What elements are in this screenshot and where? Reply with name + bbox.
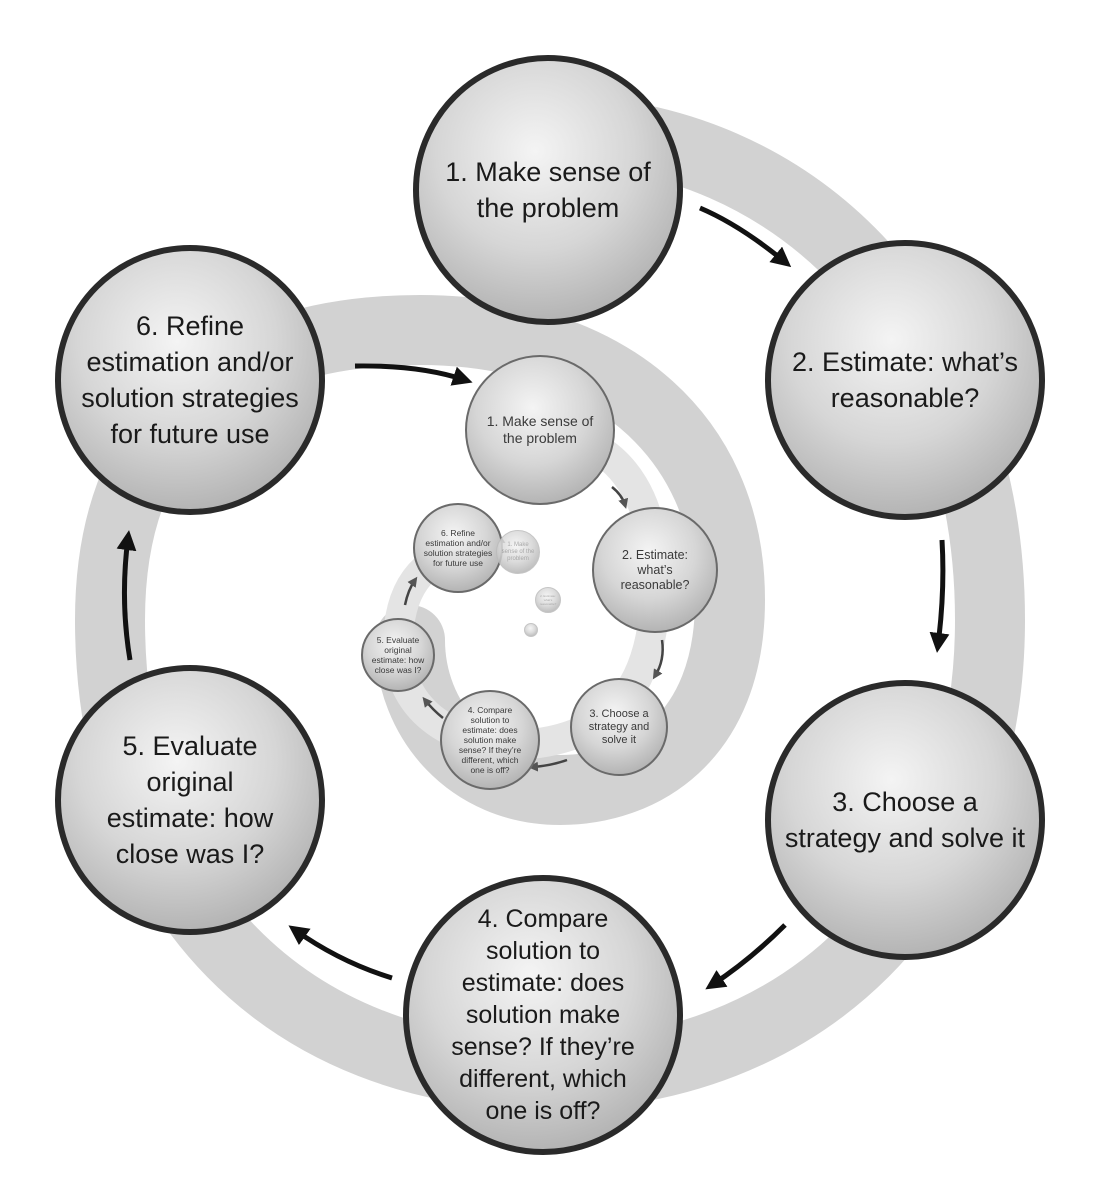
inner-step-2-circle: 2. Estimate: what’s reasonable? (535, 587, 561, 613)
step-4-label: 4. Compare solution to estimate: does so… (451, 905, 635, 1125)
inner-step-2-label: 2. Estimate: what’s reasonable? (539, 594, 557, 606)
mid-step-5-label: 5. Evaluate original estimate: how close… (371, 635, 425, 675)
mid-step-6-label: 6. Refine estimation and/or solution str… (423, 528, 493, 568)
step-5-label: 5. Evaluate original estimate: how close… (106, 731, 274, 869)
arrow-4-to-5 (288, 925, 393, 981)
outer-arrows (116, 205, 950, 990)
mid-step-5-circle: 5. Evaluate original estimate: how close… (361, 618, 435, 692)
step-3-label: 3. Choose a strategy and solve it (784, 787, 1026, 853)
step-4-circle: 4. Compare solution to estimate: does so… (403, 875, 683, 1155)
mid-step-2-label: 2. Estimate: what’s reasonable? (620, 547, 690, 592)
step-6-circle: 6. Refine estimation and/or solution str… (55, 245, 325, 515)
step-2-circle: 2. Estimate: what’s reasonable? (765, 240, 1045, 520)
arrow-1-to-2 (699, 205, 792, 268)
inner-step-1-label: 1. Make sense of the problem (501, 541, 535, 562)
mid-step-3-label: 3. Choose a strategy and solve it (588, 707, 650, 746)
step-3-circle: 3. Choose a strategy and solve it (765, 680, 1045, 960)
step-1-label: 1. Make sense of the problem (445, 157, 651, 223)
mid-step-3-circle: 3. Choose a strategy and solve it (570, 678, 668, 776)
mid-step-4-label: 4. Compare solution to estimate: does so… (458, 705, 522, 775)
arrow-5-to-6 (116, 530, 137, 661)
arrow-3-to-4 (705, 923, 787, 990)
mid-step-1-circle: 1. Make sense of the problem (465, 355, 615, 505)
step-1-circle: 1. Make sense of the problem (413, 55, 683, 325)
step-5-circle: 5. Evaluate original estimate: how close… (55, 665, 325, 935)
mid-step-2-circle: 2. Estimate: what’s reasonable? (592, 507, 718, 633)
inner-step-3-circle (524, 623, 538, 637)
step-2-label: 2. Estimate: what’s reasonable? (791, 347, 1019, 413)
inner-step-1-circle: 1. Make sense of the problem (496, 530, 540, 574)
mid-step-4-circle: 4. Compare solution to estimate: does so… (440, 690, 540, 790)
mid-step-6-circle: 6. Refine estimation and/or solution str… (413, 503, 503, 593)
arrow-6-to-1 (354, 363, 473, 386)
arrow-2-to-3 (929, 539, 950, 653)
outer-ring-band (74, 95, 1026, 1111)
middle-ring-band (382, 415, 671, 761)
step-6-label: 6. Refine estimation and/or solution str… (81, 311, 299, 449)
mid-step-1-label: 1. Make sense of the problem (486, 413, 594, 446)
